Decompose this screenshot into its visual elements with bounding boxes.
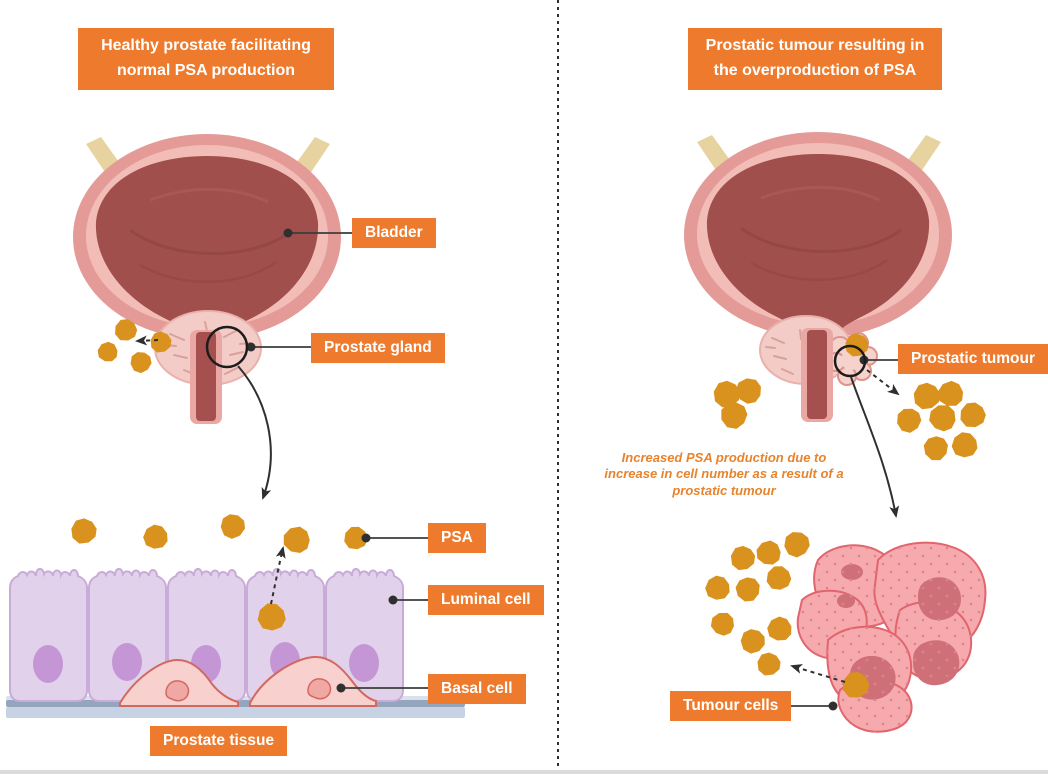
basal-cells bbox=[119, 655, 377, 707]
prostatic-tumour-label: Prostatic tumour bbox=[898, 344, 1048, 374]
left-panel-title: Healthy prostate facilitating normal PSA… bbox=[78, 28, 334, 90]
flow-arrows bbox=[135, 335, 900, 683]
psa-label: PSA bbox=[428, 523, 486, 553]
right-panel-title: Prostatic tumour resulting in the overpr… bbox=[688, 28, 942, 90]
prostate-tissue-label: Prostate tissue bbox=[150, 726, 288, 756]
bladder-illustration-right bbox=[682, 130, 954, 422]
bladder-illustration-left bbox=[71, 132, 343, 424]
prostate-tissue-illustration bbox=[6, 567, 465, 718]
gland-striations bbox=[765, 329, 802, 375]
leader-lines bbox=[251, 232, 898, 707]
tumour-cells-label: Tumour cells bbox=[670, 691, 792, 721]
prostate-gland-label: Prostate gland bbox=[311, 333, 445, 363]
basal-cell-label: Basal cell bbox=[428, 674, 526, 704]
bladder-label: Bladder bbox=[352, 218, 436, 248]
bottom-edge-strip bbox=[0, 770, 1048, 774]
magnifier-circle-right bbox=[833, 344, 867, 378]
leader-dots bbox=[246, 228, 869, 711]
increased-psa-caption: Increased PSA production due to increase… bbox=[604, 450, 844, 498]
magnifier-circle-left bbox=[205, 325, 249, 369]
luminal-cell-label: Luminal cell bbox=[428, 585, 544, 615]
tumour-cells-illustration bbox=[796, 541, 987, 733]
